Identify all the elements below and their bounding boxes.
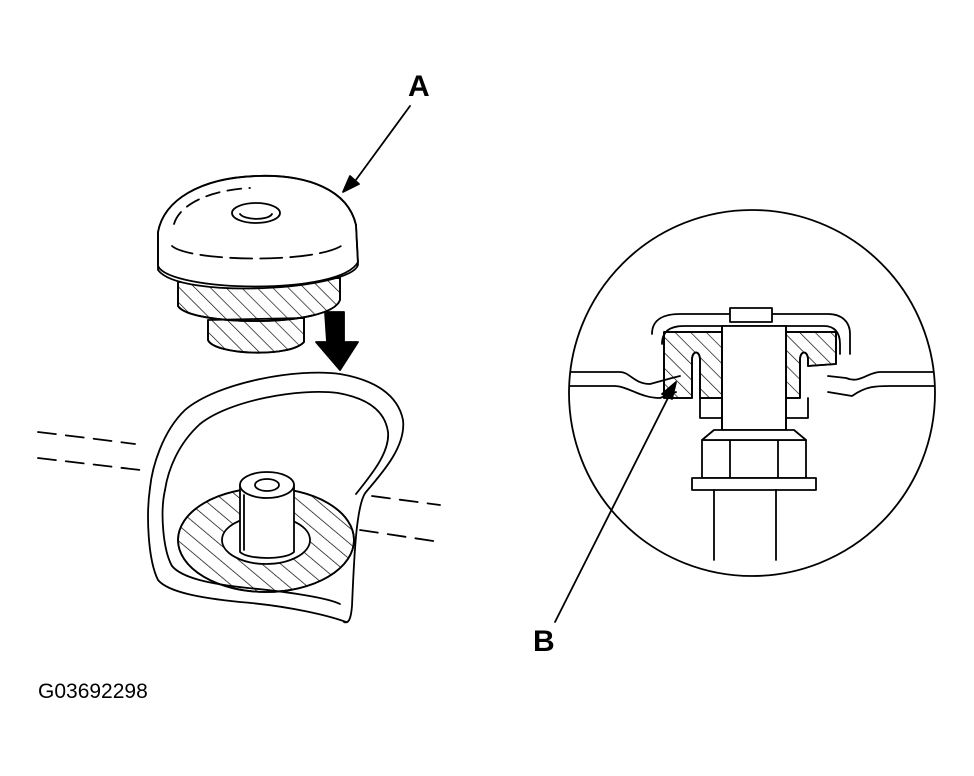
rubber-mount: [157, 174, 359, 354]
leader-b: [554, 381, 677, 623]
detail-circle: [568, 209, 936, 577]
callout-b: B: [533, 625, 555, 658]
callout-a: A: [408, 70, 430, 103]
down-arrow-icon: [315, 311, 359, 371]
figure-id: G03692298: [38, 680, 148, 703]
mount-seat: [177, 471, 355, 593]
bracket-panel: [37, 371, 441, 624]
leader-a: [342, 105, 411, 193]
